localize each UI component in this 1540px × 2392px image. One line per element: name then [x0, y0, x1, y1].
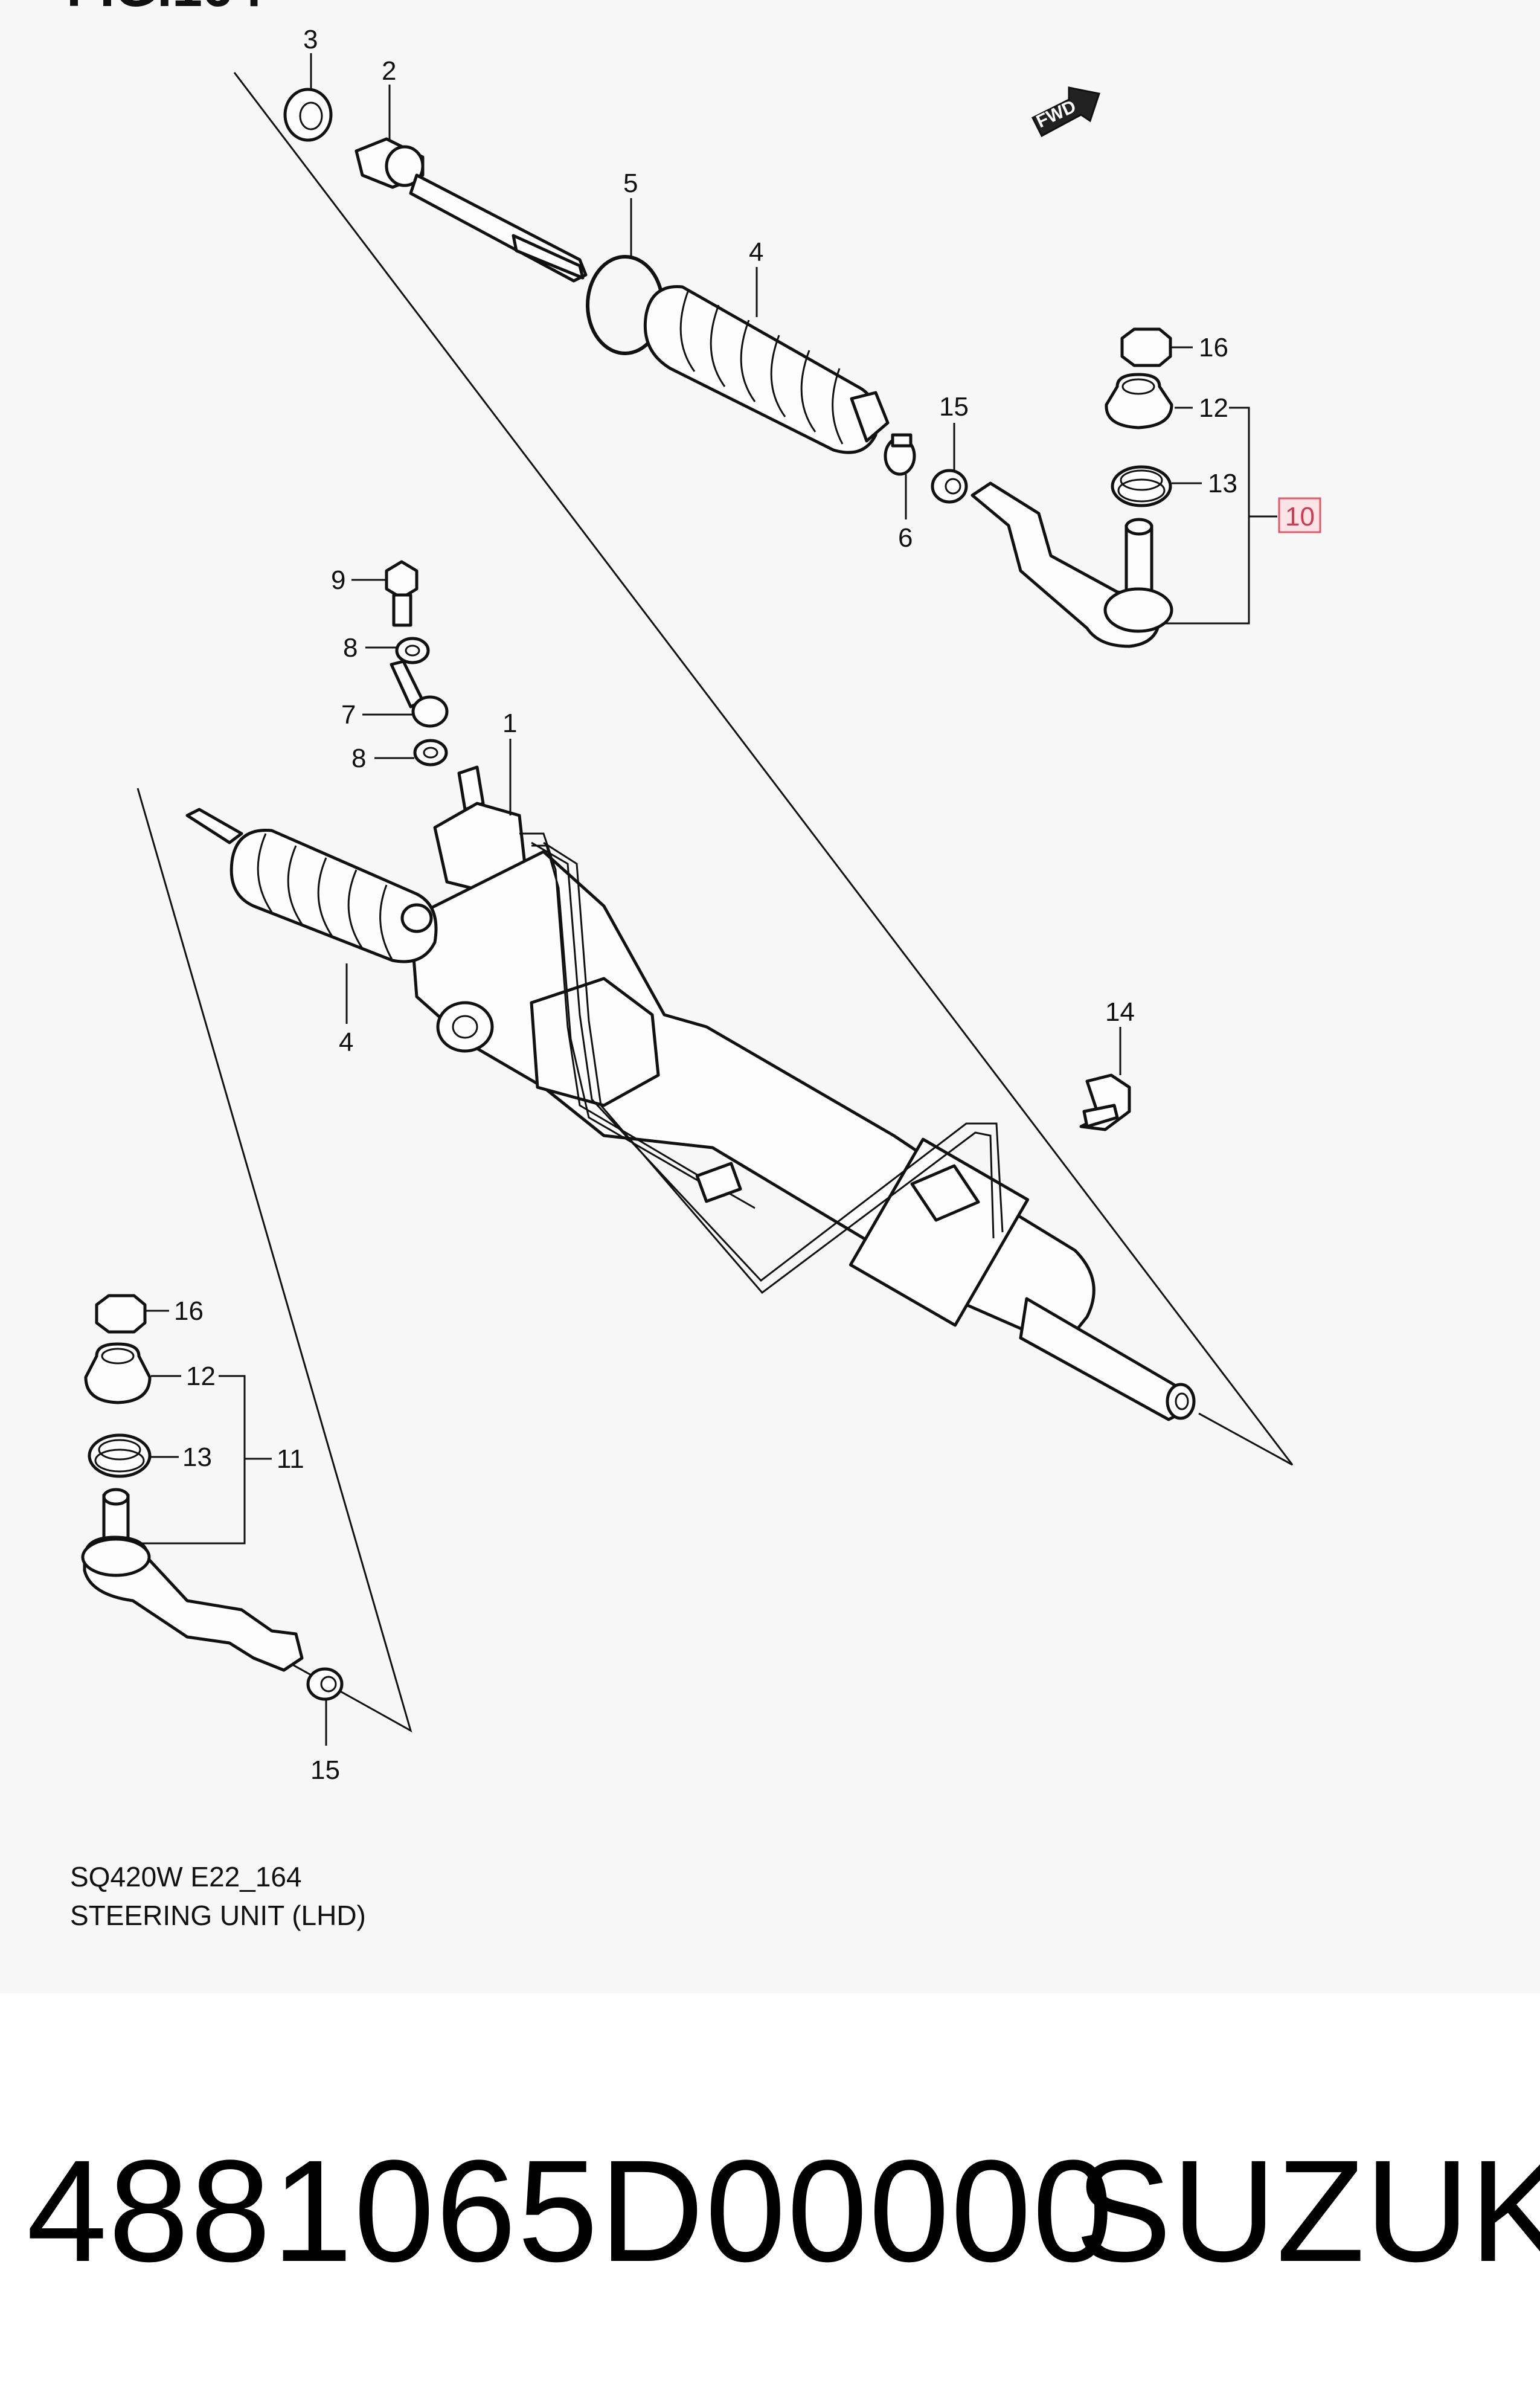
callout-10[interactable]: 10 [1285, 502, 1315, 532]
callout-15-lower: 15 [310, 1755, 340, 1785]
lock-nut-lower-part[interactable] [306, 1667, 344, 1701]
bellows-boot-lower-part[interactable] [185, 808, 438, 963]
lock-nut-upper-part[interactable] [931, 469, 968, 504]
kit-bracket-10 [1166, 407, 1250, 625]
callout-4-upper: 4 [749, 237, 763, 267]
part-number: 4881065D00000 [27, 2130, 1115, 2292]
callout-15-upper: 15 [939, 392, 969, 422]
callout-8-upper: 8 [343, 633, 358, 663]
small-clamp-part[interactable] [884, 433, 916, 476]
exploded-view-diagram: FIG.164 FWD 3 2 5 4 6 [66, 0, 1321, 1785]
bellows-boot-part[interactable] [643, 285, 890, 454]
seal-ring-13-upper-part[interactable] [1111, 465, 1172, 507]
callout-3: 3 [303, 25, 318, 54]
dust-cover-12-lower-part[interactable] [84, 1342, 152, 1404]
tie-rod-part[interactable] [355, 137, 588, 283]
callout-8-lower: 8 [351, 744, 366, 773]
dust-cover-12-upper-part[interactable] [1105, 373, 1173, 429]
lock-washer-part[interactable] [283, 88, 333, 142]
callout-9: 9 [331, 565, 345, 595]
callout-16-upper: 16 [1199, 333, 1228, 362]
steering-gear-housing-part[interactable] [409, 765, 1196, 1421]
callout-5: 5 [623, 169, 638, 198]
tie-rod-end-upper-part[interactable] [971, 481, 1173, 648]
tie-rod-end-lower-part[interactable] [81, 1488, 304, 1672]
mounting-bolt-part[interactable] [1079, 1073, 1131, 1131]
callout-10-highlight-box[interactable] [1278, 497, 1321, 533]
washer-8-upper-part[interactable] [395, 637, 430, 664]
lower-assembly-boundary [136, 788, 412, 1733]
callout-12-lower: 12 [186, 1362, 216, 1391]
brand-name: SUZUKI [1075, 2130, 1540, 2292]
callout-6: 6 [898, 523, 913, 553]
figure-code: SQ420W E22_164 [70, 1861, 302, 1892]
union-bolt-part[interactable] [385, 560, 419, 627]
nut-16-upper-part[interactable] [1120, 327, 1172, 367]
callout-13-lower: 13 [182, 1442, 212, 1472]
nut-16-lower-part[interactable] [95, 1294, 147, 1334]
seal-ring-13-lower-part[interactable] [88, 1433, 152, 1478]
callout-16-lower: 16 [174, 1296, 204, 1326]
washer-8-lower-part[interactable] [413, 739, 448, 767]
callout-7: 7 [341, 700, 356, 730]
callout-4-lower: 4 [339, 1027, 353, 1057]
diagram-panel: FIG.164 FWD 3 2 5 4 6 [66, 0, 1321, 1785]
figure-title: STEERING UNIT (LHD) [70, 1900, 366, 1931]
callout-11: 11 [277, 1444, 304, 1474]
upper-assembly-boundary [233, 72, 1294, 1466]
callout-2: 2 [382, 56, 396, 86]
union-pipe-part[interactable] [390, 660, 449, 728]
fwd-arrow-icon: FWD [1031, 86, 1100, 138]
callout-1: 1 [502, 709, 517, 738]
figure-header-fragment: FIG.164 [66, 0, 263, 18]
figure-caption: SQ420W E22_164 STEERING UNIT (LHD) [70, 1857, 366, 1935]
callout-12-upper: 12 [1199, 393, 1228, 423]
callout-13-upper: 13 [1208, 469, 1237, 498]
callout-14: 14 [1105, 997, 1135, 1027]
